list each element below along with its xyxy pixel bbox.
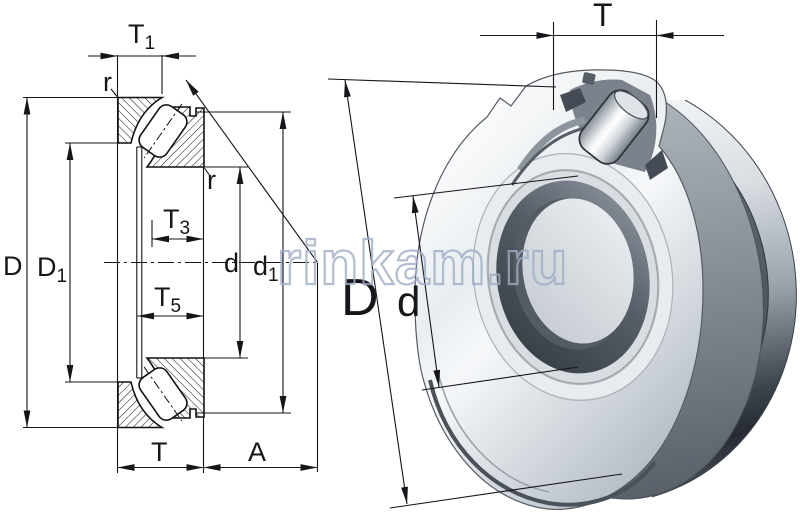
bore-3d bbox=[487, 170, 659, 384]
dim-d1: d1 bbox=[253, 112, 287, 413]
housing-washer-top-section bbox=[117, 96, 165, 144]
dim-T1: T1 bbox=[88, 19, 196, 60]
dim-d: d bbox=[224, 167, 244, 358]
dim-label-T: T bbox=[151, 437, 168, 467]
pictorial-view: T D d bbox=[327, 0, 797, 510]
dim-label-r-inner: r bbox=[207, 165, 216, 195]
dim-label-D: D bbox=[3, 251, 23, 281]
contact-angle-line bbox=[183, 78, 318, 263]
roller-top-section bbox=[138, 103, 188, 159]
dim-label-d: d bbox=[224, 248, 239, 278]
dim-r-inner: r bbox=[204, 165, 216, 195]
dim-3d-D: D bbox=[327, 78, 623, 509]
dim-label-D1: D1 bbox=[37, 252, 67, 287]
dim-label-3d-D: D bbox=[341, 269, 379, 327]
watermark-text: rinkam.ru bbox=[277, 229, 569, 298]
dim-3d-T: T bbox=[480, 0, 724, 118]
dim-label-T3: T3 bbox=[163, 204, 190, 239]
dim-D: D bbox=[3, 97, 31, 428]
dim-label-T1: T1 bbox=[128, 19, 155, 54]
housing-washer-3d bbox=[414, 69, 764, 510]
dim-label-T5: T5 bbox=[154, 282, 181, 317]
dim-T3: T3 bbox=[152, 204, 204, 243]
dim-label-A: A bbox=[248, 437, 266, 467]
dim-label-3d-T: T bbox=[593, 0, 613, 33]
dim-D1: D1 bbox=[37, 143, 74, 382]
dim-T5: T5 bbox=[137, 282, 204, 320]
dim-label-d1: d1 bbox=[253, 251, 279, 286]
dim-A: A bbox=[203, 437, 318, 471]
sectional-view: D D1 d d1 T1 bbox=[3, 19, 319, 473]
dim-r-outer: r bbox=[103, 67, 118, 98]
dim-label-r-outer: r bbox=[103, 67, 112, 97]
roller-bottom-section bbox=[138, 366, 188, 422]
roller-3d-top bbox=[578, 89, 650, 165]
housing-washer-bottom-section bbox=[117, 381, 165, 429]
extension-lines bbox=[23, 55, 319, 473]
cutaway-roller-section bbox=[510, 72, 668, 186]
dim-label-3d-d: d bbox=[397, 278, 420, 325]
dim-3d-d: d bbox=[393, 175, 579, 391]
